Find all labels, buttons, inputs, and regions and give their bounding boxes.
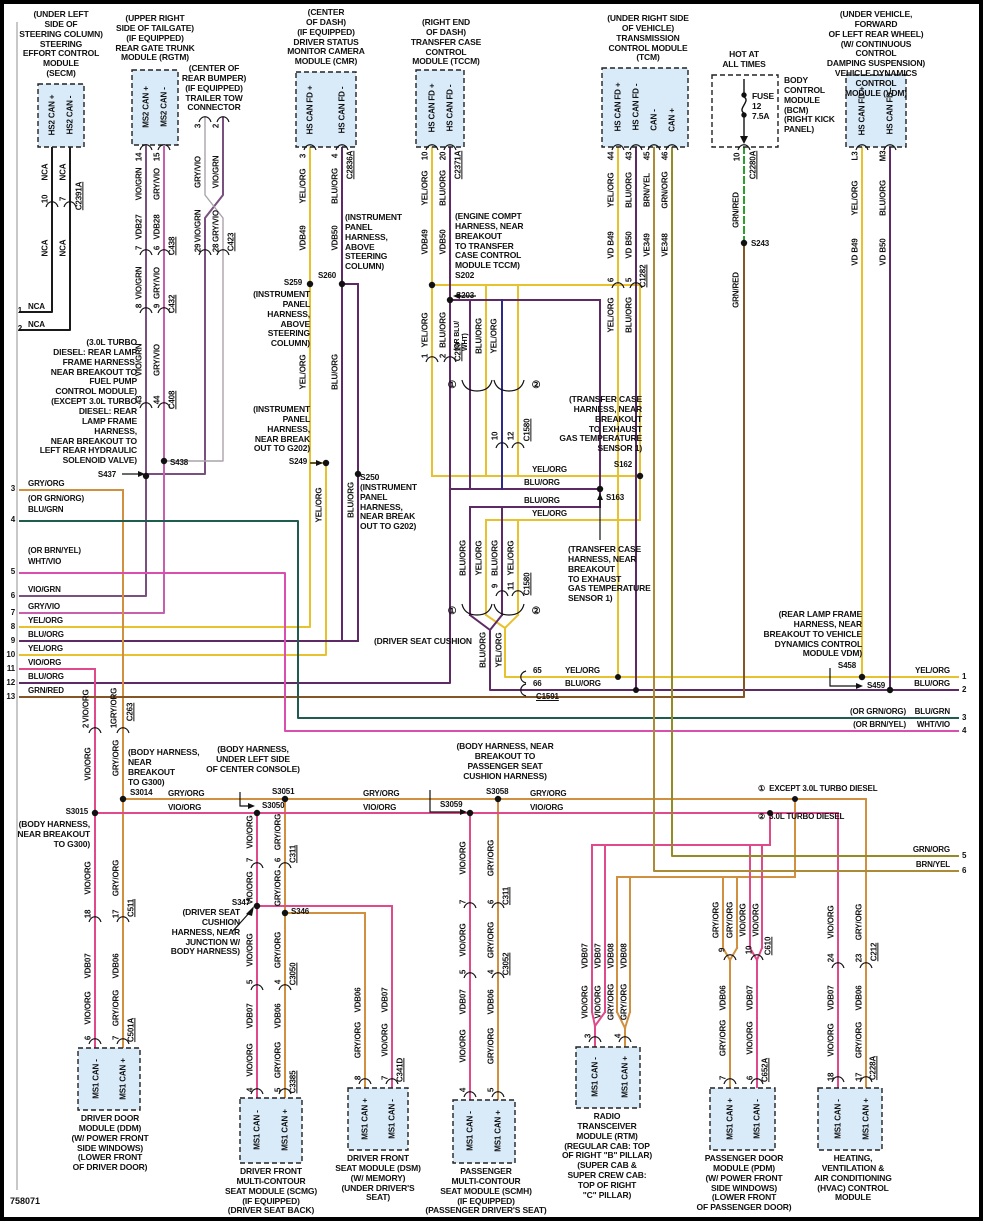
vdm-box <box>845 74 907 148</box>
bcm-fuse-box <box>711 74 779 148</box>
cmr-box <box>295 71 357 148</box>
splice-s202 <box>428 281 436 289</box>
splice-s249 <box>322 459 330 467</box>
wire-yel-org <box>19 146 959 678</box>
splice-s203 <box>446 296 454 304</box>
wire-vio-grn <box>19 117 224 597</box>
splice-s243 <box>740 239 748 247</box>
splice-s459 <box>886 686 894 694</box>
splice-s438 <box>160 457 168 465</box>
junction-dot <box>615 674 621 680</box>
wire-grn-org <box>671 146 959 857</box>
fuse-12-symbol <box>740 79 748 144</box>
scmh-box <box>452 1099 516 1164</box>
wire-wht-vio <box>19 572 959 732</box>
wire-blu-org <box>19 146 959 691</box>
splice-s3014 <box>119 795 127 803</box>
wire-gry-org <box>19 489 867 1101</box>
splice-s3051 <box>281 795 289 803</box>
wire-gry-vio <box>19 146 165 614</box>
arrow-heads <box>138 293 863 916</box>
module-boxes <box>37 67 907 1164</box>
tccm-box <box>415 69 465 148</box>
splice-s250 <box>354 470 362 478</box>
wire-blu-grn <box>19 520 959 719</box>
rgtm-box <box>131 69 179 146</box>
splice-s3015 <box>91 809 99 817</box>
splice-s3059 <box>466 809 474 817</box>
splice-s162 <box>636 472 644 480</box>
hvac-box <box>817 1087 883 1151</box>
tcm-box <box>601 67 689 148</box>
junction-dot <box>792 796 798 802</box>
secm-box <box>37 83 85 148</box>
pdm-box <box>709 1087 776 1151</box>
junction-dot <box>767 810 773 816</box>
splice-s3058 <box>494 795 502 803</box>
diagram-number: 758071 <box>10 1196 41 1206</box>
wires <box>19 117 959 1101</box>
connector-marks <box>45 116 897 1098</box>
splice-s437 <box>142 472 150 480</box>
option-braces <box>461 379 525 616</box>
splice-s259 <box>306 280 314 288</box>
wire-gry-vio-gray <box>163 117 224 462</box>
junction-dot <box>633 687 639 693</box>
ddm-box <box>77 1047 141 1111</box>
splice-dots <box>91 239 894 917</box>
dsm-box <box>347 1087 409 1151</box>
splice-s347 <box>253 902 261 910</box>
scmg-box <box>239 1097 303 1164</box>
splice-s260 <box>338 280 346 288</box>
rtm-box <box>575 1046 641 1109</box>
splice-s458 <box>858 673 866 681</box>
wire-grn-red <box>19 242 745 698</box>
wire-nca <box>19 146 71 331</box>
splice-s163 <box>596 485 604 493</box>
splice-s3050 <box>253 809 261 817</box>
wire-brn-yel <box>653 146 959 872</box>
pointer-arrows <box>122 295 856 933</box>
wire-vio-org <box>19 668 839 1101</box>
splice-s346 <box>281 909 289 917</box>
